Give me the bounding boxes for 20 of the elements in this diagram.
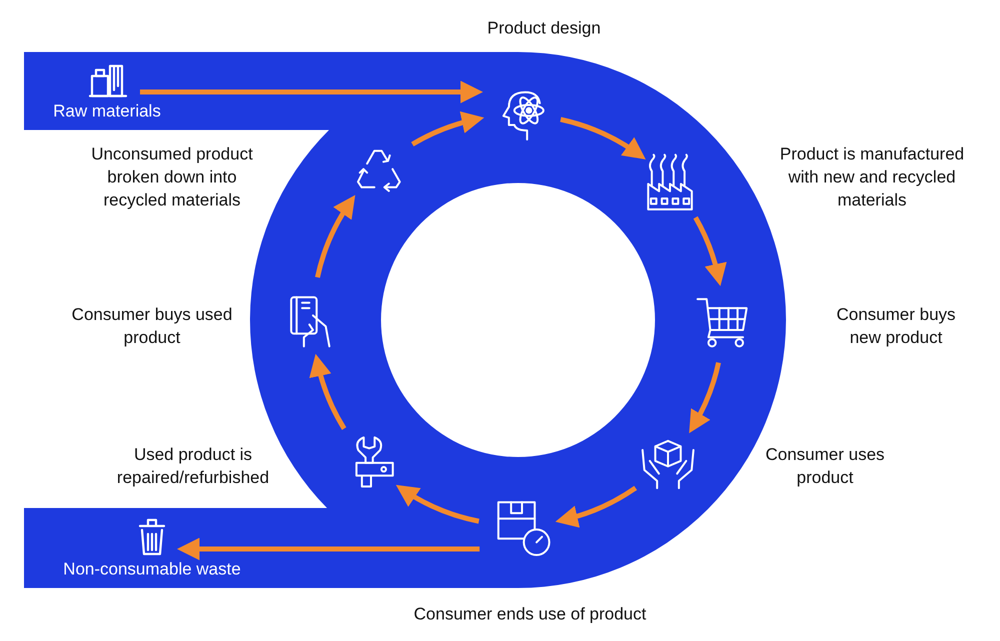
step-label: Consumer ends use of product bbox=[412, 604, 648, 626]
step-label: Non-consumable waste bbox=[62, 558, 242, 580]
arrow bbox=[555, 486, 637, 527]
step-label: Consumer buys new product bbox=[835, 304, 957, 349]
arrow bbox=[396, 485, 480, 524]
step-label: Unconsumed product broken down into recycled materials bbox=[90, 144, 254, 212]
arrow bbox=[693, 216, 726, 286]
step-label: Product design bbox=[486, 18, 602, 40]
arrow bbox=[310, 354, 346, 430]
arrow bbox=[177, 538, 480, 560]
step-label: Consumer uses product bbox=[764, 444, 886, 489]
arrow bbox=[411, 112, 484, 146]
arrow bbox=[140, 80, 483, 104]
step-label: Used product is repaired/refurbished bbox=[116, 444, 270, 489]
step-label: Consumer buys used product bbox=[70, 304, 234, 349]
arrow bbox=[560, 117, 646, 160]
arrow bbox=[689, 362, 721, 434]
arrow bbox=[315, 194, 355, 278]
step-label: Raw materials bbox=[52, 100, 162, 122]
step-label: Product is manufactured with new and recycled materials bbox=[778, 144, 966, 212]
